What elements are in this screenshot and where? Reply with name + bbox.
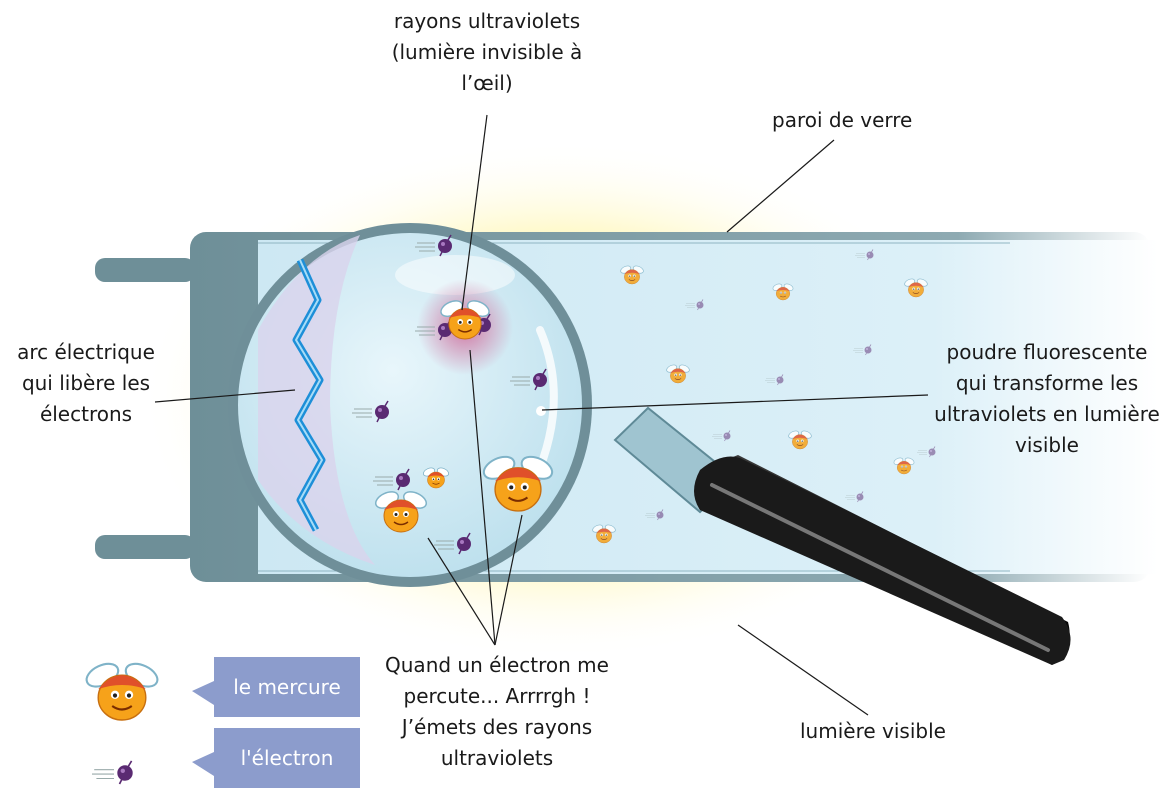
powder-label: poudre fluorescente qui transforme les u… <box>928 337 1166 461</box>
uv-label-line2: (lumière invisible à <box>387 37 587 68</box>
legend-mercury-box: le mercure <box>214 657 360 717</box>
glass-wall-label: paroi de verre <box>772 105 912 136</box>
powder-label-line4: visible <box>928 430 1166 461</box>
collision-label-line3: J’émets des rayons <box>382 712 612 743</box>
tube-pin-bottom <box>95 535 195 559</box>
legend-mercury-text: le mercure <box>233 675 341 699</box>
magnifier-lens <box>228 223 592 587</box>
arc-label-line3: électrons <box>6 399 166 430</box>
legend-mercury-icon <box>83 659 161 720</box>
uv-label: rayons ultraviolets (lumière invisible à… <box>387 6 587 99</box>
legend-electron-text: l'électron <box>241 746 334 770</box>
uv-label-line3: l’œil) <box>387 68 587 99</box>
powder-label-line1: poudre fluorescente <box>928 337 1166 368</box>
arc-label: arc électrique qui libère les électrons <box>6 337 166 430</box>
uv-label-line1: rayons ultraviolets <box>387 6 587 37</box>
powder-label-line3: ultraviolets en lumière <box>928 399 1166 430</box>
collision-label-line1: Quand un électron me <box>382 650 612 681</box>
arc-label-line1: arc électrique <box>6 337 166 368</box>
collision-label: Quand un électron me percute... Arrrrgh … <box>382 650 612 774</box>
collision-label-line2: percute... Arrrrgh ! <box>382 681 612 712</box>
arc-label-line2: qui libère les <box>6 368 166 399</box>
legend-electron-box: l'électron <box>214 728 360 788</box>
powder-label-line2: qui transforme les <box>928 368 1166 399</box>
visible-light-label: lumière visible <box>800 716 946 747</box>
legend-electron-icon <box>92 761 133 784</box>
tube-pin-top <box>95 258 195 282</box>
collision-label-line4: ultraviolets <box>382 743 612 774</box>
